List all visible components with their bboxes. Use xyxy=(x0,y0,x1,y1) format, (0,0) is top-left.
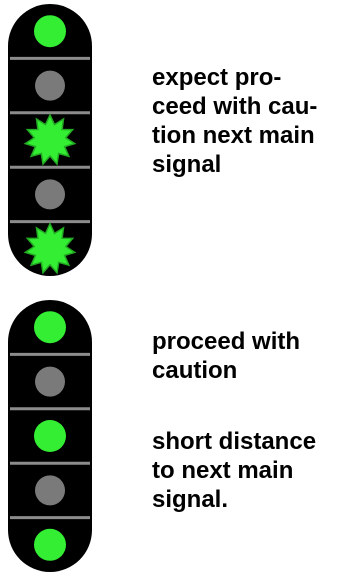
lamp-on xyxy=(34,528,66,561)
caption-line: caution xyxy=(152,357,238,384)
lamp-off xyxy=(35,179,65,210)
caption-line: proceed with xyxy=(152,328,301,355)
caption-line: signal xyxy=(152,151,222,178)
lamp-on xyxy=(34,420,66,452)
caption-line: ceed with cau- xyxy=(152,93,318,120)
signal-2 xyxy=(8,300,92,572)
signal-1 xyxy=(8,4,92,276)
lamp-flashing-core xyxy=(35,125,65,155)
caption-line: to next main xyxy=(152,457,294,484)
lamp-off xyxy=(35,475,65,506)
lamp-on xyxy=(34,311,66,344)
lamp-off xyxy=(35,366,65,397)
caption-line: signal. xyxy=(152,486,229,513)
lamp-on xyxy=(34,15,66,48)
lamp-flashing-core xyxy=(35,233,65,264)
caption-line: short distance xyxy=(152,428,317,455)
lamp-off xyxy=(35,70,65,101)
signal-1-caption: expect pro- ceed with cau- tion next mai… xyxy=(152,63,362,179)
signal-2-caption-2: short distance to next main signal. xyxy=(152,427,362,514)
signal-2-caption-1: proceed with caution xyxy=(152,327,362,385)
caption-line: tion next main xyxy=(152,122,315,149)
caption-line: expect pro- xyxy=(152,64,282,91)
